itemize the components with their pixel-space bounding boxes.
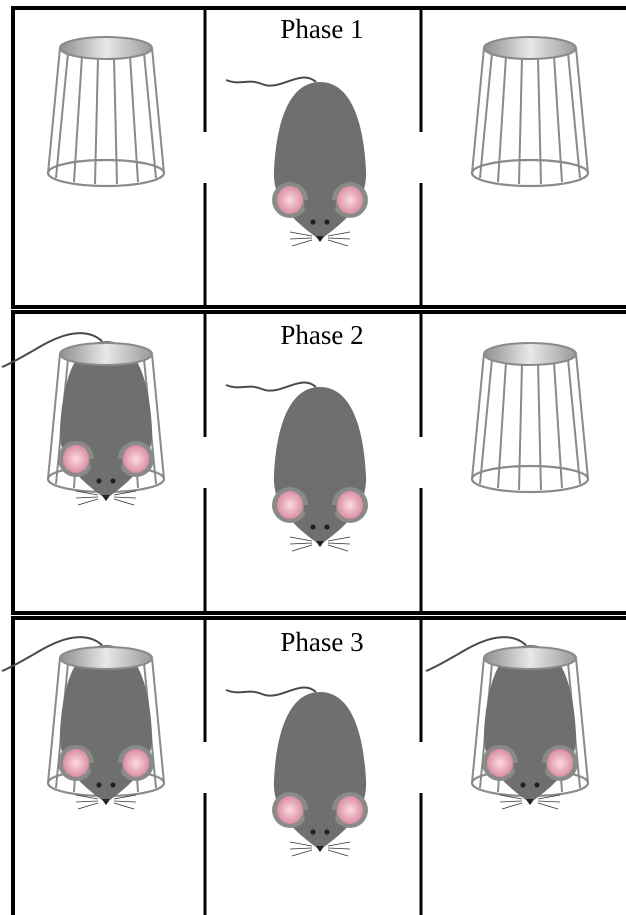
phase-title: Phase 3	[280, 627, 363, 657]
occupied-cage-left	[2, 637, 164, 809]
occupied-cage-right	[426, 637, 588, 809]
phase-1-panel: Phase 1	[13, 8, 626, 307]
phase-2-panel: Phase 2	[2, 312, 626, 613]
test-mouse	[226, 78, 368, 246]
occupied-cage-left	[2, 333, 164, 505]
phase-title: Phase 2	[280, 320, 363, 350]
phase-3-panel: Phase 3	[2, 618, 626, 915]
test-mouse	[226, 688, 368, 856]
empty-cage-right	[472, 343, 588, 492]
empty-cage-right	[472, 37, 588, 186]
empty-cage-left	[48, 37, 164, 186]
test-mouse	[226, 383, 368, 551]
phase-title: Phase 1	[280, 14, 363, 44]
